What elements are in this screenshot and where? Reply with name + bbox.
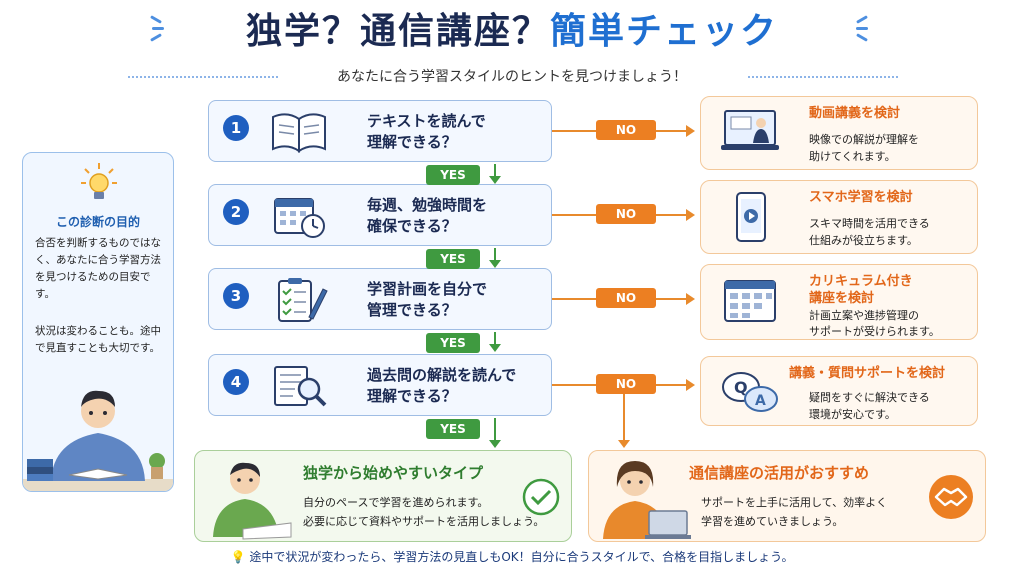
- calendar-grid-icon: [724, 280, 776, 322]
- question-2-line-1: 毎週、勉強時間を: [367, 196, 488, 214]
- right-sparkle-icon: [842, 14, 872, 44]
- question-number-3: 3: [223, 283, 249, 309]
- course-title: 通信講座の活用がおすすめ: [689, 464, 870, 482]
- option-text-video-2: 助けてくれます。: [809, 150, 896, 163]
- question-4-line-2: 理解できる？: [367, 387, 457, 405]
- option-text-curriculum-2: サポートが受けられます。: [809, 325, 940, 338]
- option-text-smartphone-1: スキマ時間を活用できる: [809, 217, 930, 230]
- title-area: 独学？通信講座？簡単チェック: [0, 6, 1024, 58]
- svg-text:A: A: [755, 393, 766, 409]
- no-down-arrow: [618, 394, 630, 448]
- self-study-title: 独学から始めやすいタイプ: [303, 464, 484, 482]
- subtitle-divider-left: [128, 76, 278, 78]
- sidebar-paragraph-2: 状況は変わることも。途中で見直すことも大切です。: [35, 325, 161, 354]
- option-text-qa-support-2: 環境が安心です。: [809, 408, 896, 421]
- question-box-2: 2 毎週、勉強時間を 確保できる？: [208, 184, 552, 246]
- subtitle: あなたに合う学習スタイルのヒントを見つけましょう！: [337, 69, 687, 85]
- title-part-1: 独学？通信講座？: [245, 11, 550, 52]
- yes-arrow-2: [489, 248, 501, 268]
- option-box-qa-support: Q A 講義・質問サポートを検討 疑問をすぐに解決できる 環境が安心です。: [700, 356, 978, 426]
- option-title-curriculum-2: 講座を検討: [809, 291, 875, 306]
- question-1-line-1: テキストを読んで: [367, 112, 486, 130]
- video-lecture-icon: [721, 110, 779, 150]
- self-study-person-illustration: [213, 462, 292, 540]
- smartphone-icon: [736, 192, 766, 242]
- option-text-qa-support-1: 疑問をすぐに解決できる: [809, 391, 930, 404]
- option-title-smartphone: スマホ学習を検討: [809, 190, 913, 205]
- question-number-4: 4: [223, 369, 249, 395]
- sidebar-title: この診断の目的: [55, 215, 140, 229]
- studying-person-illustration: [23, 390, 173, 491]
- left-sparkle-icon: [150, 14, 180, 44]
- course-text-2: 学習を進めていきましょう。: [701, 515, 844, 528]
- question-text-2: 毎週、勉強時間を 確保できる？: [367, 195, 487, 237]
- result-correspondence-course: 通信講座の活用がおすすめ サポートを上手に活用して、効率よく 学習を進めていきま…: [588, 450, 986, 542]
- option-text-smartphone-2: 仕組みが役立ちます。: [809, 234, 918, 247]
- yes-arrow-3: [489, 332, 501, 352]
- footer-text: 途中で状況が変わったら、学習方法の見直しもOK！自分に合うスタイルで、合格を目指…: [249, 550, 794, 564]
- option-text-curriculum-1: 計画立案や進捗管理の: [809, 309, 919, 322]
- check-circle-icon: [522, 478, 560, 516]
- page-title: 独学？通信講座？簡単チェック: [246, 11, 778, 52]
- option-title-curriculum: カリキュラム付き 講座を検討: [809, 273, 913, 307]
- no-label-2: NO: [596, 204, 656, 224]
- purpose-panel: この診断の目的 合否を判断するものではなく、あなたに合う学習方法を見つけるための…: [22, 152, 174, 492]
- footer-note: 💡 途中で状況が変わったら、学習方法の見直しもOK！自分に合うスタイルで、合格を…: [0, 548, 1024, 565]
- qa-bubbles-icon: Q A: [722, 372, 778, 412]
- no-label-3: NO: [596, 288, 656, 308]
- yes-label-2: YES: [426, 249, 480, 269]
- course-person-illustration: [603, 461, 691, 539]
- subtitle-divider-right: [748, 76, 898, 78]
- calendar-clock-icon: [274, 198, 325, 238]
- option-text-video-1: 映像での解説が理解を: [809, 133, 919, 146]
- yes-label-4: YES: [426, 419, 480, 439]
- question-3-line-2: 管理できる？: [367, 301, 457, 319]
- self-study-text-1: 自分のペースで学習を進められます。: [303, 496, 489, 509]
- question-number-1: 1: [223, 115, 249, 141]
- course-text-1: サポートを上手に活用して、効率よく: [701, 496, 888, 509]
- self-study-text-2: 必要に応じて資料やサポートを活用しましょう。: [303, 515, 545, 528]
- question-text-4: 過去問の解説を読んで 理解できる？: [367, 365, 516, 407]
- option-title-qa-support: 講義・質問サポートを検討: [789, 366, 946, 381]
- document-magnifier-icon: [274, 366, 327, 407]
- svg-text:Q: Q: [734, 378, 748, 397]
- handshake-icon: [929, 475, 973, 519]
- option-box-curriculum: カリキュラム付き 講座を検討 計画立案や進捗管理の サポートが受けられます。: [700, 264, 978, 340]
- question-3-line-1: 学習計画を自分で: [367, 280, 488, 298]
- question-text-1: テキストを読んで 理解できる？: [367, 111, 486, 153]
- checklist-pencil-icon: [278, 278, 328, 322]
- open-book-icon: [272, 113, 326, 153]
- question-4-line-1: 過去問の解説を読んで: [367, 366, 517, 384]
- question-box-3: 3 学習計画を自分で 管理できる？: [208, 268, 552, 330]
- option-title-video: 動画講義を検討: [809, 106, 901, 121]
- question-2-line-2: 確保できる？: [367, 217, 457, 235]
- footer-lightbulb-icon: 💡: [230, 550, 246, 564]
- question-box-1: 1 テキストを読んで 理解できる？: [208, 100, 552, 162]
- option-box-smartphone: スマホ学習を検討 スキマ時間を活用できる 仕組みが役立ちます。: [700, 180, 978, 254]
- yes-arrow-1: [489, 164, 501, 184]
- yes-label-3: YES: [426, 333, 480, 353]
- question-text-3: 学習計画を自分で 管理できる？: [367, 279, 487, 321]
- lightbulb-icon: [81, 163, 117, 199]
- sidebar-paragraph-1: 合否を判断するものではなく、あなたに合う学習方法を見つけるための目安です。: [35, 237, 161, 300]
- yes-label-1: YES: [426, 165, 480, 185]
- option-box-video: 動画講義を検討 映像での解説が理解を 助けてくれます。: [700, 96, 978, 170]
- question-1-line-2: 理解できる？: [367, 133, 457, 151]
- no-label-1: NO: [596, 120, 656, 140]
- yes-arrow-4: [489, 418, 501, 448]
- no-label-4: NO: [596, 374, 656, 394]
- option-title-curriculum-1: カリキュラム付き: [809, 274, 913, 289]
- question-number-2: 2: [223, 199, 249, 225]
- question-box-4: 4 過去問の解説を読んで 理解できる？: [208, 354, 552, 416]
- result-self-study: 独学から始めやすいタイプ 自分のペースで学習を進められます。 必要に応じて資料や…: [194, 450, 572, 542]
- title-part-2: 簡単チェック: [550, 11, 779, 52]
